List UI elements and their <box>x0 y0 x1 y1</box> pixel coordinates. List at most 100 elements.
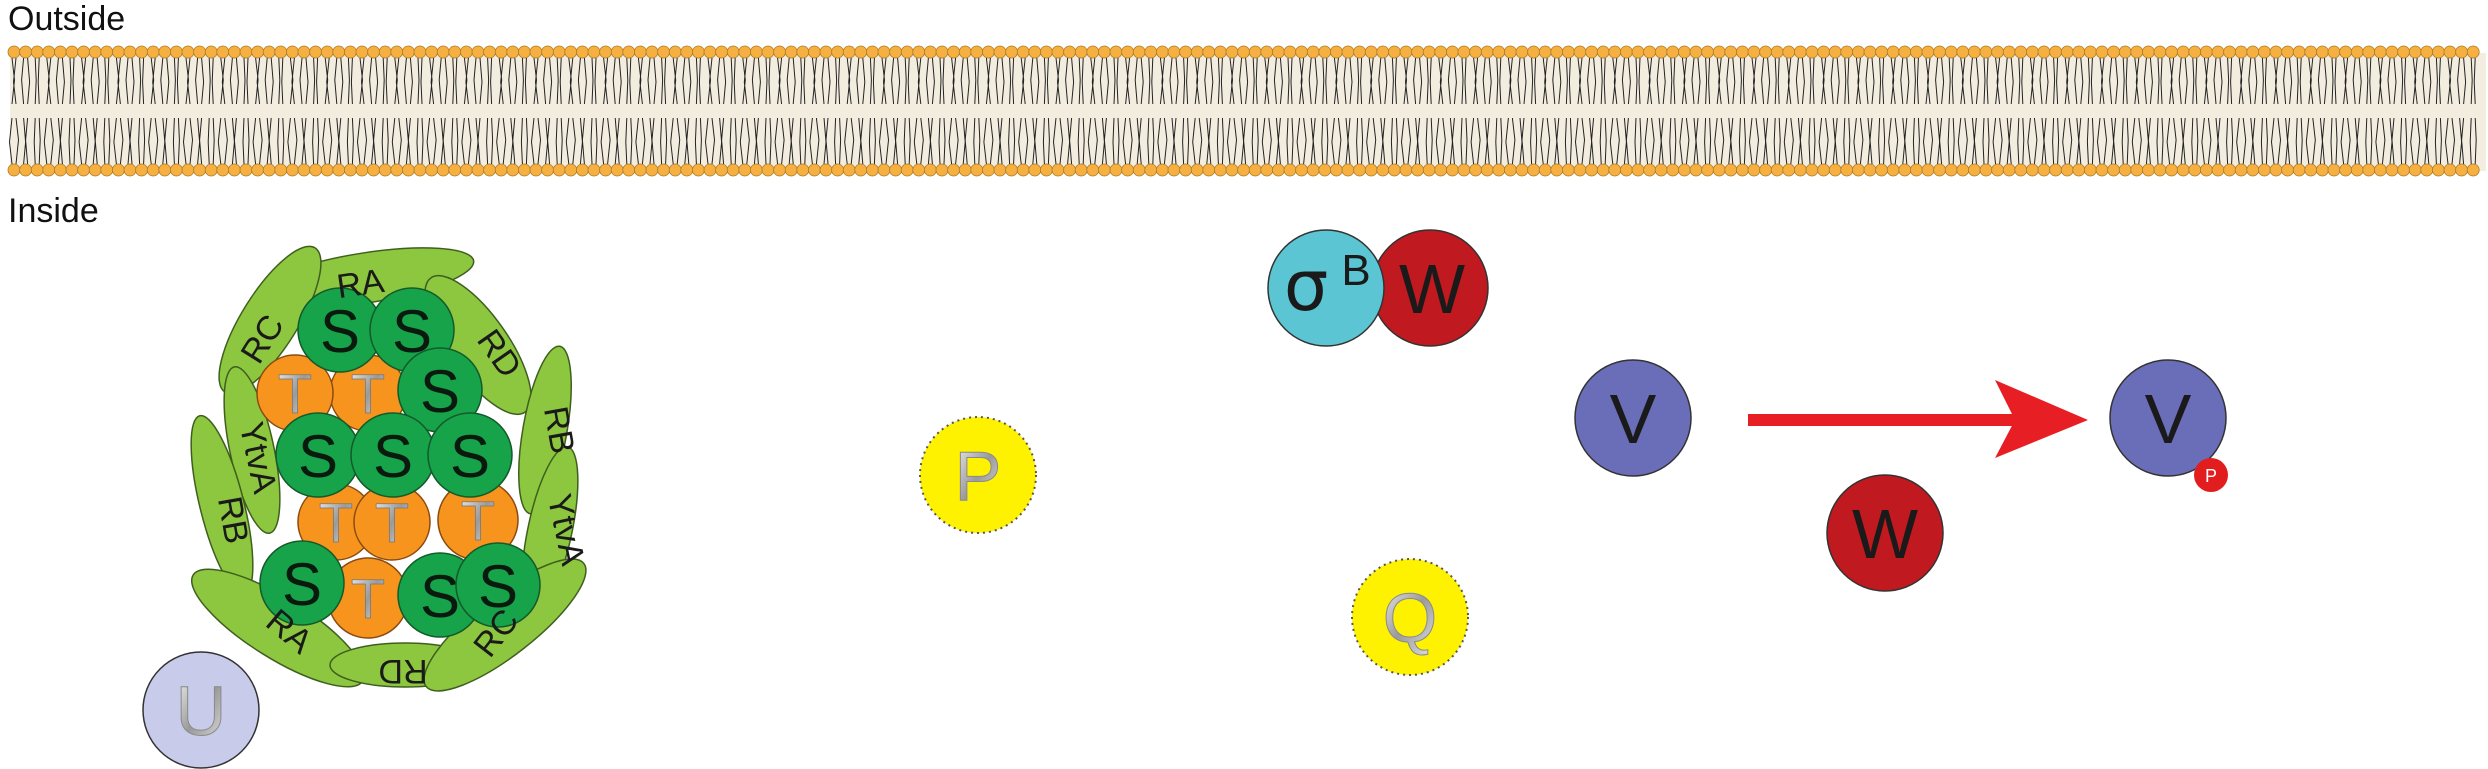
lipid-head <box>1248 45 1262 59</box>
lipid-head <box>1991 163 2004 177</box>
lipid-head <box>332 163 346 177</box>
lipid-tail <box>809 57 820 165</box>
lipid-tail <box>1366 57 1377 165</box>
lipid-head <box>262 45 276 59</box>
lipid-tail <box>938 57 946 165</box>
lipid-head <box>587 163 601 177</box>
lipid-head <box>2211 45 2225 59</box>
lipid-tail <box>543 57 553 165</box>
lipid-tail <box>334 57 344 165</box>
lipid-tail <box>1644 57 1655 165</box>
lipid-tail <box>1099 57 1109 165</box>
lipid-head <box>2118 45 2132 59</box>
rsbs-subunit: S <box>427 412 513 498</box>
lipid-head <box>1144 45 1158 59</box>
lipid-head <box>842 163 856 177</box>
lipid-head <box>2281 163 2295 177</box>
lipid-head <box>146 163 160 177</box>
lipid-tail <box>891 57 901 165</box>
lipid-tail <box>277 57 285 165</box>
lipid-head <box>2153 45 2167 59</box>
rsbv-protein: V <box>1574 359 1692 477</box>
rsb-ellipse-ytva-left <box>223 365 281 535</box>
lipid-head <box>1504 163 1517 177</box>
lipid-head <box>993 163 1007 177</box>
lipid-tail <box>1922 57 1934 165</box>
lipid-tail <box>2305 57 2316 165</box>
lipid-head <box>1411 163 1424 177</box>
rsbv-p-label: V <box>2145 380 2192 458</box>
lipid-head <box>1341 45 1355 59</box>
lipid-head <box>1736 163 1749 177</box>
lipid-head <box>599 163 612 177</box>
outside-label: Outside <box>8 0 126 38</box>
rsbq-label: Q <box>1383 579 1437 657</box>
lipid-head <box>1944 163 1958 177</box>
lipid-head <box>1678 163 1691 177</box>
lipid-head <box>1260 163 1274 177</box>
lipid-head <box>1875 45 1888 59</box>
phosphorylation-arrow <box>1748 380 2088 458</box>
lipid-head <box>2049 45 2063 59</box>
rsbs-label: S <box>298 423 338 490</box>
lipid-head <box>19 45 33 59</box>
lipid-head <box>1643 163 1656 177</box>
lipid-head <box>935 45 949 59</box>
lipid-head <box>146 45 160 59</box>
lipid-tail <box>2178 57 2188 165</box>
rsbs-subunit: S <box>397 347 483 433</box>
lipid-head <box>1190 163 1204 177</box>
lipid-head <box>1724 45 1738 59</box>
lipid-head <box>1701 163 1714 177</box>
lipid-head <box>2176 163 2190 177</box>
lipid-tail <box>948 57 959 165</box>
lipid-tail <box>1251 57 1259 165</box>
lipid-tail <box>438 57 448 165</box>
lipid-head <box>1132 163 1146 177</box>
lipid-head <box>135 163 149 177</box>
lipid-head <box>541 163 554 177</box>
rsbs-label: S <box>478 553 518 620</box>
lipid-head <box>494 163 508 177</box>
lipid-tail <box>2283 57 2293 165</box>
lipid-head <box>425 163 439 177</box>
lipid-head <box>1179 163 1192 177</box>
lipid-head <box>1712 163 1726 177</box>
lipid-tail <box>2226 57 2234 165</box>
lipid-tail <box>1540 57 1551 165</box>
lipid-head <box>900 163 914 177</box>
lipid-tail <box>1726 57 1736 165</box>
stressosome-st-core: T T T T T T S S S S S S S S S <box>256 287 541 639</box>
lipid-head <box>239 163 253 177</box>
rsbv-phosphorylated-protein: V P <box>2109 359 2228 492</box>
lipid-tail <box>1621 57 1631 165</box>
lipid-head <box>1422 45 1436 59</box>
lipid-head <box>2443 163 2457 177</box>
lipid-head <box>1504 45 1517 59</box>
lipid-head <box>1399 45 1413 59</box>
lipid-head <box>2072 45 2086 59</box>
lipid-tail <box>774 57 785 165</box>
lipid-head <box>88 163 102 177</box>
sigma-b-rsbw-complex: σ B W <box>1267 229 1489 347</box>
lipid-head <box>1620 45 1633 59</box>
lipid-head <box>65 45 79 59</box>
lipid-head <box>2165 45 2179 59</box>
lipid-head <box>2211 163 2225 177</box>
lipid-head <box>1214 163 1227 177</box>
lipid-tail <box>182 57 194 165</box>
lipid-tail <box>1226 57 1238 165</box>
lipid-head <box>100 45 114 59</box>
lipid-head <box>1353 45 1366 59</box>
lipid-head <box>332 45 346 59</box>
lipid-head <box>1376 163 1390 177</box>
lipid-tail <box>1331 57 1342 165</box>
lipid-head <box>1434 45 1448 59</box>
lipid-head <box>541 45 554 59</box>
lipid-head <box>2466 45 2480 59</box>
rsbs-label: S <box>373 423 413 490</box>
lipid-tail <box>1343 57 1353 165</box>
lipid-tail <box>682 57 692 165</box>
lipid-head <box>2397 163 2411 177</box>
lipid-tail <box>299 57 309 165</box>
